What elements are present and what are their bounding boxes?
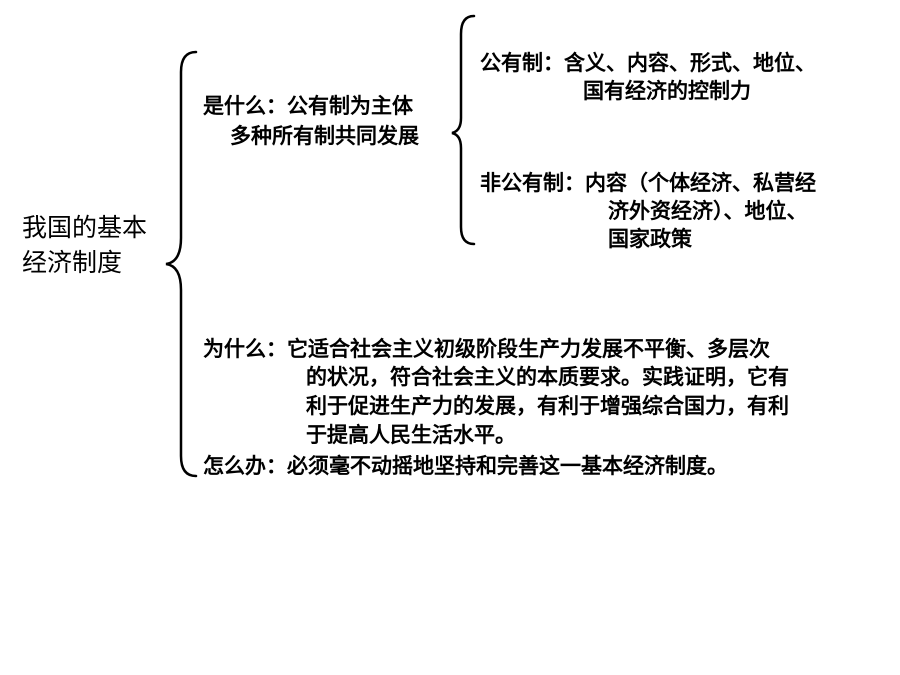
sub-brace bbox=[451, 14, 476, 246]
root-label-line-2: 经济制度 bbox=[22, 248, 123, 277]
why-line-3: 利于促进生产力的发展，有利于增强综合国力，有利 bbox=[306, 394, 789, 418]
main-brace bbox=[165, 50, 198, 478]
nonpublic-line-1: 非公有制：内容（个体经济、私营经 bbox=[480, 171, 816, 195]
what-line-2: 多种所有制共同发展 bbox=[230, 124, 419, 148]
why-line-4: 于提高人民生活水平。 bbox=[306, 423, 516, 447]
how-line-1: 怎么办：必须毫不动摇地坚持和完善这一基本经济制度。 bbox=[203, 454, 728, 478]
public-line-1: 公有制：含义、内容、形式、地位、 bbox=[480, 51, 816, 75]
what-line-1: 是什么：公有制为主体 bbox=[203, 94, 413, 118]
public-line-2: 国有经济的控制力 bbox=[583, 79, 751, 103]
nonpublic-line-2: 济外资经济）、地位、 bbox=[608, 199, 808, 223]
why-line-2: 的状况，符合社会主义的本质要求。实践证明，它有 bbox=[306, 365, 789, 389]
why-line-1: 为什么：它适合社会主义初级阶段生产力发展不平衡、多层次 bbox=[203, 337, 770, 361]
root-label-line-1: 我国的基本 bbox=[22, 213, 148, 242]
nonpublic-line-3: 国家政策 bbox=[608, 227, 692, 251]
